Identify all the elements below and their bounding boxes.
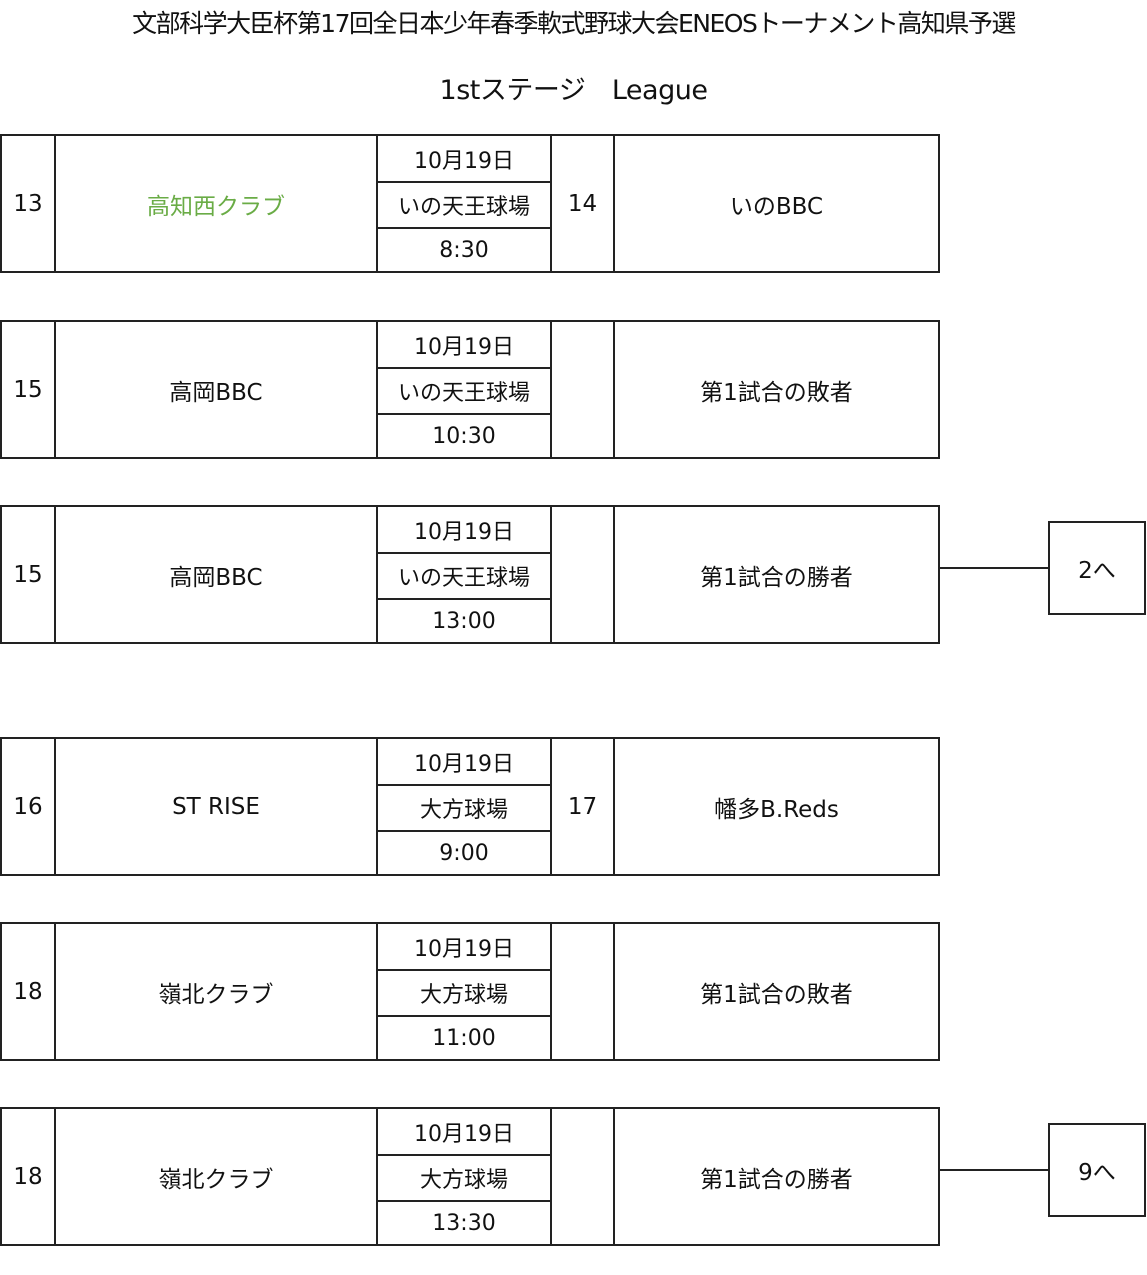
match-date: 10月19日: [378, 136, 550, 183]
away-number: [552, 507, 615, 642]
home-number: 15: [2, 322, 56, 457]
match-time: 8:30: [439, 237, 489, 263]
match-info: 10月19日いの天王球場 13:00: [378, 507, 552, 642]
connector-line: [940, 567, 1048, 569]
match-venue: 大方球場: [378, 785, 550, 832]
match-time: 13:30: [432, 1210, 496, 1236]
tournament-title: 文部科学大臣杯第17回全日本少年春季軟式野球大会ENEOSトーナメント高知県予選: [132, 9, 1016, 38]
next-round-box: 2へ: [1048, 521, 1146, 615]
away-team: 第1試合の勝者: [700, 1166, 853, 1193]
away-team: 第1試合の勝者: [700, 564, 853, 591]
match-time: 11:00: [432, 1025, 496, 1051]
match-date: 10月19日: [378, 322, 550, 369]
home-number: 18: [2, 924, 56, 1059]
match-date: 10月19日: [378, 507, 550, 554]
away-team: 第1試合の敗者: [700, 379, 853, 406]
home-number: 15: [2, 507, 56, 642]
home-number: 13: [2, 136, 56, 271]
match-time: 13:00: [432, 608, 496, 634]
home-team: 嶺北クラブ: [56, 1109, 378, 1244]
away-number: [552, 322, 615, 457]
match-info: 10月19日大方球場 9:00: [378, 739, 552, 874]
match-venue: いの天王球場: [378, 368, 550, 415]
away-number: [552, 924, 615, 1059]
match-info: 10月19日大方球場 13:30: [378, 1109, 552, 1244]
stage-title: 1stステージ League: [439, 75, 708, 106]
match-time: 9:00: [439, 840, 489, 866]
match-info: 10月19日いの天王球場 8:30: [378, 136, 552, 271]
match-venue: 大方球場: [378, 970, 550, 1017]
home-number: 18: [2, 1109, 56, 1244]
connector-line: [940, 1169, 1048, 1171]
match-date: 10月19日: [378, 924, 550, 971]
away-team: いのBBC: [729, 193, 824, 220]
away-team: 幡多B.Reds: [714, 796, 839, 823]
home-team: 高岡BBC: [56, 507, 378, 642]
home-team: 高岡BBC: [56, 322, 378, 457]
home-team: 嶺北クラブ: [56, 924, 378, 1059]
home-number: 16: [2, 739, 56, 874]
match-venue: いの天王球場: [378, 182, 550, 229]
match-date: 10月19日: [378, 1109, 550, 1156]
away-team: 第1試合の敗者: [700, 981, 853, 1008]
match-time: 10:30: [432, 423, 496, 449]
match-venue: いの天王球場: [378, 553, 550, 600]
away-number: [552, 1109, 615, 1244]
away-number: 14: [552, 136, 615, 271]
next-round-box: 9へ: [1048, 1123, 1146, 1217]
match-date: 10月19日: [378, 739, 550, 786]
match-info: 10月19日いの天王球場 10:30: [378, 322, 552, 457]
match-venue: 大方球場: [378, 1155, 550, 1202]
match-info: 10月19日大方球場 11:00: [378, 924, 552, 1059]
away-number: 17: [552, 739, 615, 874]
home-team: ST RISE: [56, 739, 378, 874]
home-team: 高知西クラブ: [56, 136, 378, 271]
